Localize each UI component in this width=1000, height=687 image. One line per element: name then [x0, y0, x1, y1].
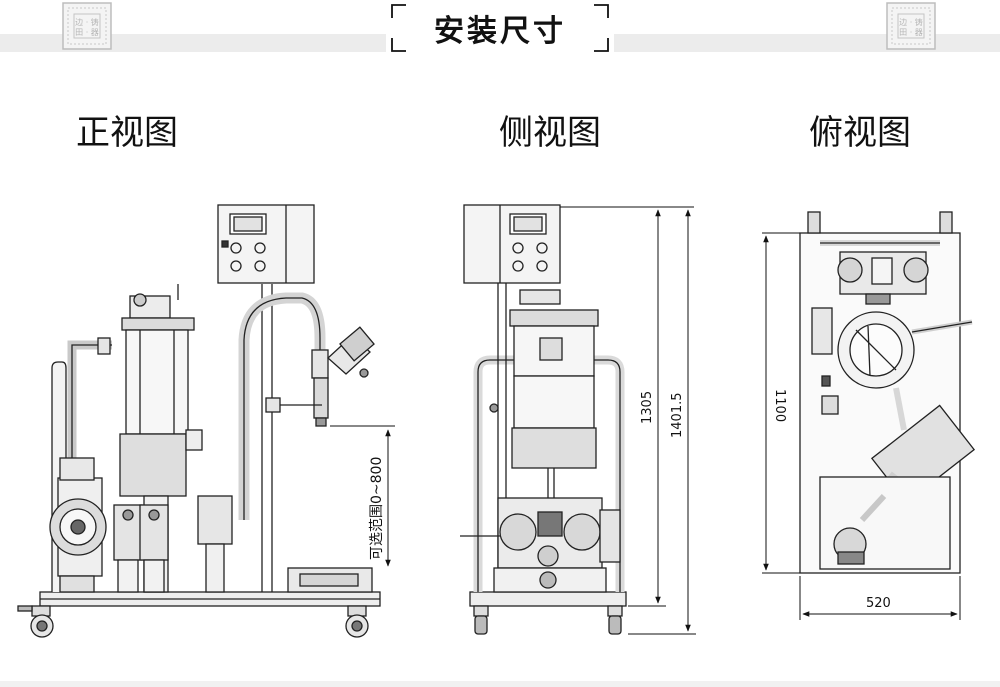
side-height-1305: 1305: [640, 391, 655, 424]
top-dimensions: [762, 232, 961, 620]
top-length-1100: 1100: [772, 389, 787, 422]
title-brackets: [391, 4, 609, 52]
seal-stamp-left: 边 · 铸 田 · 器: [62, 2, 112, 50]
front-view-drawing: [17, 204, 381, 638]
side-caster-right: [607, 605, 623, 635]
caster-left: [17, 605, 54, 638]
page-title: 安装尺寸: [434, 14, 566, 49]
side-view-drawing: [460, 204, 627, 635]
front-spray-valve: [311, 326, 375, 427]
top-filter: [837, 311, 973, 389]
caster-right: [345, 605, 369, 638]
front-view-label: 正视图: [76, 113, 178, 153]
top-view-drawing: [799, 211, 976, 574]
svg-text:田 · 器: 田 · 器: [75, 28, 99, 37]
front-range-dimension: [330, 425, 395, 567]
top-pump: [837, 251, 929, 305]
top-valve-assembly: [819, 404, 976, 570]
svg-text:田 · 器: 田 · 器: [899, 28, 923, 37]
filter-housing: [119, 284, 203, 593]
side-caster-left: [473, 605, 489, 635]
front-regulators: [113, 504, 169, 593]
title-block: 安装尺寸: [386, 0, 614, 56]
side-dimensions: [560, 206, 696, 635]
svg-text:边 · 铸: 边 · 铸: [899, 17, 923, 27]
side-control-box: [463, 204, 561, 284]
front-range-label: 可选范围0~800: [368, 457, 385, 560]
footer-band: [0, 681, 1000, 687]
seal-stamp-right: 边 · 铸 田 · 器: [886, 2, 936, 50]
front-control-box: [217, 204, 315, 284]
side-height-1401-5: 1401.5: [670, 393, 685, 439]
side-view-label: 侧视图: [499, 113, 601, 153]
svg-text:边 · 铸: 边 · 铸: [75, 17, 99, 27]
side-pump: [493, 497, 607, 593]
top-view-label: 俯视图: [809, 113, 911, 153]
front-pump: [49, 457, 107, 593]
top-width-520: 520: [866, 596, 891, 611]
side-filter: [509, 289, 599, 469]
